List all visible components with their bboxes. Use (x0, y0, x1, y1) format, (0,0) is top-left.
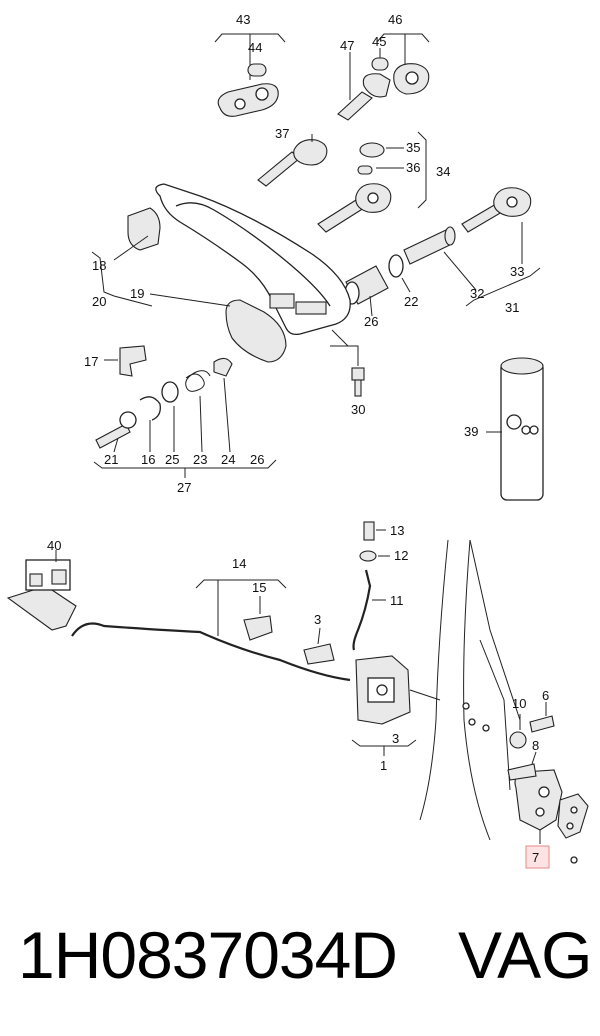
callout-22: 22 (404, 294, 418, 309)
callout-3-lock: 3 (392, 731, 399, 746)
brand-name: VAG (458, 918, 593, 992)
part-20-door-handle (91, 183, 359, 366)
door-frame (419, 539, 521, 841)
callout-3-cable: 3 (314, 612, 321, 627)
callout-labels: 43 44 46 47 45 37 35 36 34 18 19 20 26 2… (47, 12, 549, 865)
callout-31: 31 (505, 300, 519, 315)
callout-14: 14 (232, 556, 246, 571)
callout-16: 16 (141, 452, 155, 467)
part-26-cylinder-housing (344, 254, 411, 317)
part-10-spacer (509, 714, 527, 749)
part-27-lock-kit (93, 345, 277, 478)
callout-47: 47 (340, 38, 354, 53)
part-37-key (257, 134, 328, 187)
callout-18: 18 (92, 258, 106, 273)
callout-30: 30 (351, 402, 365, 417)
callout-19: 19 (130, 286, 144, 301)
part-30-screw (351, 367, 365, 397)
callout-20: 20 (92, 294, 106, 309)
part-8-bolt (507, 751, 537, 781)
exploded-parts-diagram: 43 44 46 47 45 37 35 36 34 18 19 20 26 2… (6, 12, 589, 869)
callout-35: 35 (406, 140, 420, 155)
part-43-key-fob (214, 33, 286, 117)
part-39-spray-can (486, 357, 544, 501)
footer: 1H0837034D VAG (0, 905, 600, 1015)
callout-26-top: 26 (364, 314, 378, 329)
callout-44: 44 (248, 40, 262, 55)
callout-36: 36 (406, 160, 420, 175)
callout-11: 11 (390, 593, 404, 608)
callout-15: 15 (252, 580, 266, 595)
callout-34: 34 (436, 164, 450, 179)
callout-43: 43 (236, 12, 250, 27)
callout-6: 6 (542, 688, 549, 703)
callout-45: 45 (372, 34, 386, 49)
callout-46: 46 (388, 12, 402, 27)
callout-13: 13 (390, 523, 404, 538)
part-1-door-lock (351, 655, 441, 756)
callout-7: 7 (532, 850, 539, 865)
callout-37: 37 (275, 126, 289, 141)
callout-40: 40 (47, 538, 61, 553)
callout-32: 32 (470, 286, 484, 301)
highlight-box (525, 845, 550, 869)
part-34-key-set (317, 131, 427, 233)
callout-17: 17 (84, 354, 98, 369)
callout-25: 25 (165, 452, 179, 467)
part-46-folding-key (337, 33, 430, 121)
callout-21: 21 (104, 452, 118, 467)
callout-1: 1 (380, 758, 387, 773)
part-31-lock-cylinder-assembly (403, 187, 541, 307)
callout-10: 10 (512, 696, 526, 711)
callout-12: 12 (394, 548, 408, 563)
part-14-cable (71, 579, 351, 682)
callout-33: 33 (510, 264, 524, 279)
part-number: 1H0837034D (18, 918, 398, 992)
callout-8: 8 (532, 738, 539, 753)
callout-27: 27 (177, 480, 191, 495)
part-6-screw (529, 702, 555, 733)
callout-24: 24 (221, 452, 235, 467)
part-40-inner-handle (6, 550, 77, 631)
part-11-operating-rod (352, 521, 390, 651)
part-7-striker-plate (514, 769, 589, 864)
callout-23: 23 (193, 452, 207, 467)
callout-39: 39 (464, 424, 478, 439)
callout-26-kit: 26 (250, 452, 264, 467)
